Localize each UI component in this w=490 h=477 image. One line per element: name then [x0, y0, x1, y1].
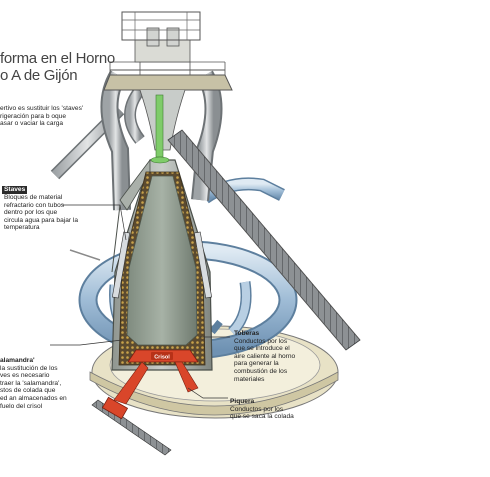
toberas-line-4: para generar la — [234, 360, 279, 368]
salamandra-line-6: fuelo del crisol — [0, 402, 43, 410]
staves-line-2: refractario con tubos — [4, 201, 65, 209]
furnace-top-structure — [103, 11, 233, 164]
intro-line-3: asar o vaciar la carga — [0, 120, 64, 128]
ground-rail — [91, 396, 172, 456]
intro-note: ertivo es sustituir los 'staves' rigerac… — [0, 105, 105, 128]
staves-line-5: temperatura — [4, 224, 40, 232]
salamandra-line-3: traer la 'salamandra', — [0, 379, 62, 387]
intro-line-2: rigeración para b oque — [0, 112, 66, 120]
staves-line-4: circula agua para bajar la — [4, 216, 79, 224]
toberas-line-6: materiales — [234, 375, 265, 383]
salamandra-line-1: la sustitución de los — [0, 364, 58, 372]
piquera-annotation: Piquera Conductos por los que se saca la… — [230, 398, 315, 421]
leader-lines — [50, 204, 230, 399]
salamandra-line-5: ed an almacenados en — [0, 394, 67, 402]
title-line-2: o A de Gijón — [0, 67, 78, 84]
salamandra-line-4: stos de colada que — [0, 387, 56, 395]
salamandra-label: alamandra' — [0, 357, 35, 364]
crisol-tag: Crisol — [151, 352, 173, 360]
page-title: forma en el Horno o A de Gijón — [0, 50, 115, 84]
toberas-line-1: Conductos por los — [234, 337, 288, 345]
piquera-line-1: Conductos por los — [230, 405, 284, 413]
salamandra-line-2: ves es necesario — [0, 372, 50, 380]
toberas-line-2: que se introduce el — [234, 345, 290, 353]
charging-conveyor — [167, 129, 361, 351]
staves — [111, 231, 213, 299]
piquera-line-2: que se saca la colada — [230, 413, 294, 421]
staves-line-1: Bloques de material — [4, 194, 63, 201]
toberas-annotation: Toberas Conductos por los que se introdu… — [234, 330, 314, 383]
title-line-1: forma en el Horno — [0, 50, 115, 67]
salamandra-annotation: alamandra' la sustitución de los ves es … — [0, 357, 78, 410]
toberas-label: Toberas — [234, 330, 260, 337]
furnace-interior — [126, 175, 198, 346]
intro-line-1: ertivo es sustituir los 'staves' — [0, 105, 84, 112]
toberas-line-5: combustión de los — [234, 367, 288, 375]
crisol-label: Crisol — [154, 354, 170, 360]
staves-label: Staves — [2, 186, 28, 194]
toberas-line-3: aire caliente al horno — [234, 352, 296, 360]
piquera-label: Piquera — [230, 398, 255, 405]
staves-line-3: dentro por los que — [4, 209, 58, 217]
staves-annotation: Staves Bloques de material refractario c… — [2, 186, 80, 232]
